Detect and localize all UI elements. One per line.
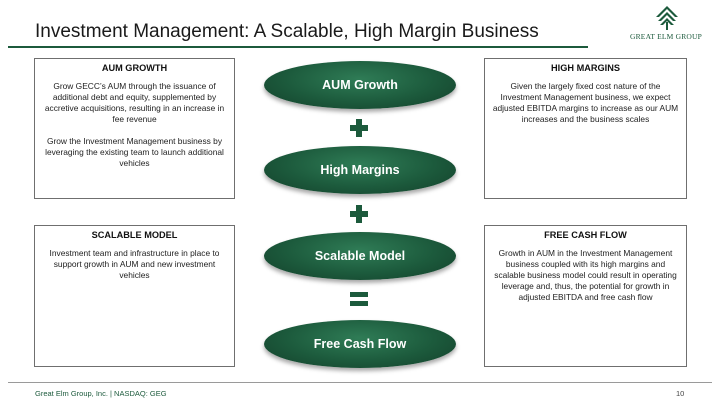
high-margins-oval: High Margins: [264, 146, 456, 194]
scalable-model-box: SCALABLE MODEL Investment team and infra…: [34, 225, 235, 367]
aum-growth-oval: AUM Growth: [264, 61, 456, 109]
high-margins-box: HIGH MARGINS Given the largely fixed cos…: [484, 58, 687, 199]
aum-growth-heading: AUM GROWTH: [101, 63, 168, 73]
aum-growth-text-2: Grow the Investment Management business …: [45, 136, 224, 168]
free-cash-flow-heading: FREE CASH FLOW: [544, 230, 627, 240]
footer-company: Great Elm Group, Inc. | NASDAQ: GEG: [35, 389, 167, 398]
scalable-model-text: Investment team and infrastructure in pl…: [49, 248, 220, 280]
footer-divider: [8, 382, 712, 383]
title-divider: [8, 46, 588, 48]
company-logo: GREAT ELM GROUP: [618, 6, 714, 46]
free-cash-flow-box: FREE CASH FLOW Growth in AUM in the Inve…: [484, 225, 687, 367]
page-number: 10: [676, 389, 685, 398]
scalable-model-heading: SCALABLE MODEL: [91, 230, 178, 240]
equals-icon: [350, 292, 368, 306]
great-elm-chevron-logo-icon: [656, 6, 678, 30]
slide-title: Investment Management: A Scalable, High …: [35, 21, 539, 42]
scalable-model-oval: Scalable Model: [264, 232, 456, 280]
logo-wordmark: GREAT ELM GROUP: [629, 32, 703, 41]
aum-growth-text-1: Grow GECC’s AUM through the issuance of …: [44, 81, 225, 124]
high-margins-text: Given the largely fixed cost nature of t…: [492, 81, 679, 124]
plus-icon: [350, 205, 368, 223]
free-cash-flow-oval: Free Cash Flow: [264, 320, 456, 368]
aum-growth-box: AUM GROWTH Grow GECC’s AUM through the i…: [34, 58, 235, 199]
plus-icon: [350, 119, 368, 137]
free-cash-flow-text: Growth in AUM in the Investment Manageme…: [494, 248, 677, 302]
high-margins-heading: HIGH MARGINS: [551, 63, 620, 73]
